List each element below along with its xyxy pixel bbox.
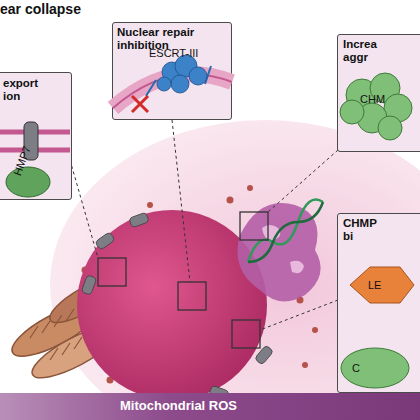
box-heading: export ion bbox=[3, 77, 49, 103]
ruptured-nucleus bbox=[238, 203, 321, 301]
leader-lines bbox=[70, 120, 338, 330]
diagram-title: ear collapse bbox=[0, 1, 81, 17]
detail-box: Nuclear repair inhibitionESCRT-III bbox=[112, 22, 232, 120]
box-label: C bbox=[352, 362, 382, 375]
box-label: HMP7 bbox=[11, 135, 37, 177]
box-label: CHM bbox=[360, 93, 400, 106]
nuclear-pores bbox=[81, 212, 273, 401]
box-label: LE bbox=[368, 279, 398, 292]
box-label: ESCRT-III bbox=[149, 47, 219, 60]
detail-box: export ionHMP7 bbox=[0, 72, 72, 200]
ros-band: Mitochondrial ROS bbox=[0, 393, 420, 420]
cell bbox=[50, 120, 420, 420]
box-heading: CHMP bi bbox=[343, 217, 387, 243]
detail-box: Increa aggrCHM bbox=[337, 34, 420, 152]
nucleus bbox=[77, 210, 267, 400]
dna-helix bbox=[248, 200, 323, 263]
detail-box: CHMP bi LE C bbox=[337, 213, 420, 393]
box-label: Mitochondrial ROS bbox=[120, 399, 320, 414]
box-heading: Increa aggr bbox=[343, 38, 387, 64]
detail-squares bbox=[98, 212, 268, 348]
